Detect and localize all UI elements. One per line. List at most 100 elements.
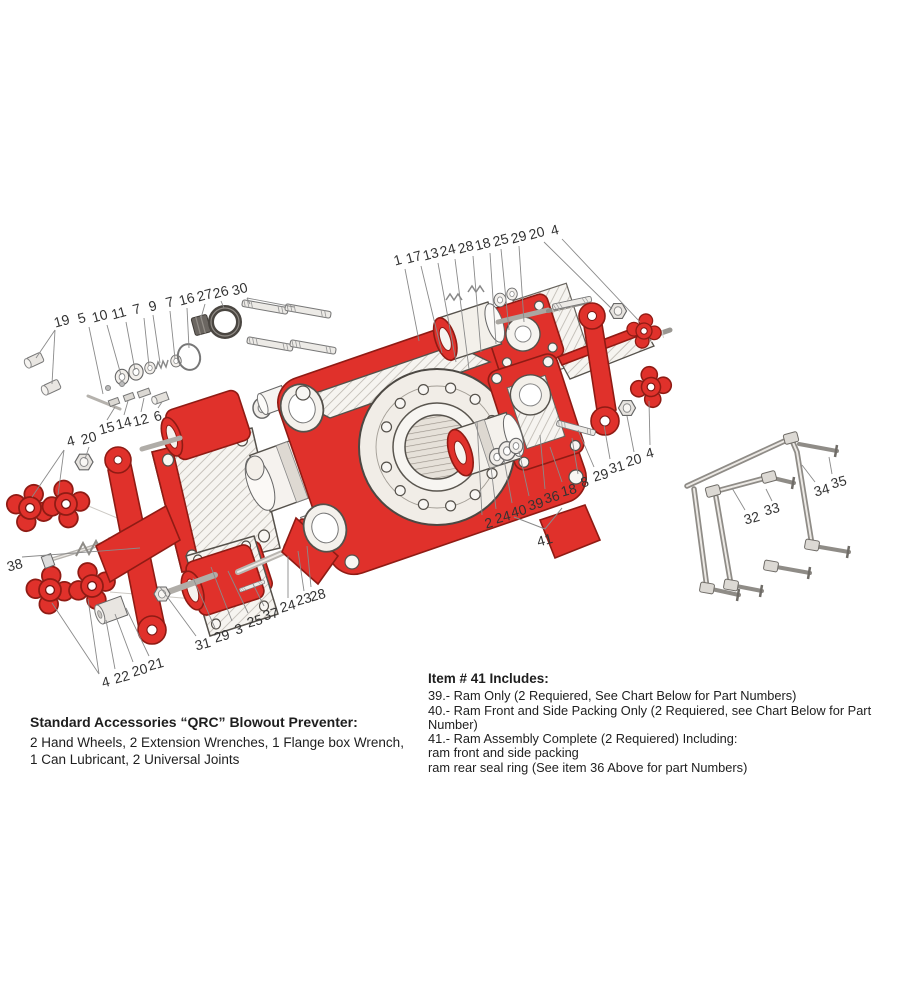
hex-nut [617, 400, 637, 416]
part-number-17: 17 [404, 247, 423, 267]
leader-line [437, 262, 457, 363]
leader-line [252, 583, 265, 607]
part-number-21: 21 [146, 654, 165, 674]
part-number-38: 38 [5, 555, 24, 575]
operator-shaft [165, 572, 218, 595]
note-line: ram front and side packing [428, 745, 579, 761]
part-number-25: 25 [245, 611, 264, 631]
brace-41 [513, 507, 563, 530]
corner-bolt [344, 554, 360, 570]
bushing-small [151, 391, 170, 405]
part-number-8: 8 [579, 473, 591, 491]
leader-line [420, 265, 443, 354]
right-ram-assembly [432, 282, 675, 477]
leader-line [297, 550, 305, 592]
leader-line [57, 449, 65, 496]
body-lower-lug [538, 504, 602, 560]
valve-handle [806, 566, 812, 580]
leader-line [192, 577, 216, 629]
leader-line [476, 420, 483, 516]
part-number-31: 31 [193, 634, 212, 654]
leader-line [765, 488, 773, 502]
o-ring [176, 343, 202, 371]
stud-bolt [246, 336, 294, 352]
leader-line [490, 466, 497, 510]
washer [506, 287, 518, 301]
leader-line [105, 619, 116, 670]
stud-bolt [284, 303, 332, 319]
leader-line [626, 415, 635, 453]
leader-line [454, 258, 470, 370]
leader-line [21, 547, 141, 558]
note-line: 41.- Ram Assembly Complete (2 Requiered)… [428, 731, 738, 747]
leader-line [549, 446, 563, 483]
leader-line [169, 310, 176, 360]
screw-operator-housing [180, 544, 265, 616]
washer [493, 292, 507, 308]
part-number-20: 20 [624, 450, 643, 470]
part-number-5: 5 [76, 309, 88, 327]
corner-bolt [568, 469, 584, 485]
leader-line [140, 397, 145, 413]
bolt-hole [161, 453, 175, 467]
part-number-22: 22 [112, 667, 131, 687]
part-number-30: 30 [230, 279, 249, 299]
hand-wheel [627, 363, 675, 411]
leader-line [227, 570, 249, 614]
part-number-33: 33 [762, 499, 781, 519]
leader-line [106, 406, 116, 421]
corner-bolt [295, 385, 311, 401]
pipe-elbow [782, 431, 800, 445]
part-number-28: 28 [456, 237, 475, 257]
yoke-frame [556, 302, 673, 436]
leader-line [571, 437, 579, 475]
leader-line [157, 401, 163, 409]
leader-line [577, 429, 595, 468]
part-number-4: 4 [549, 221, 561, 239]
accessories-note: Standard Accessories “QRC” Blowout Preve… [30, 714, 404, 768]
part-number-9: 9 [147, 297, 159, 315]
part-number-14: 14 [114, 413, 133, 433]
leader-line [489, 252, 497, 345]
note-line: 2 Hand Wheels, 2 Extension Wrenches, 1 F… [30, 735, 404, 750]
upper-ram [432, 301, 506, 361]
leader-line [500, 248, 510, 331]
part-number-18: 18 [559, 480, 578, 500]
pipe-fitting [760, 470, 778, 484]
leader-line [125, 607, 150, 657]
pipe-fitting [704, 484, 722, 498]
part-number-25: 25 [491, 230, 510, 250]
pin-small [119, 381, 125, 387]
part-number-41: 41 [535, 530, 554, 550]
part-number-4: 4 [644, 444, 656, 462]
leader-line [518, 245, 525, 323]
pipe-plug [23, 352, 45, 369]
part-number-4: 4 [65, 432, 77, 450]
part-number-20: 20 [527, 223, 546, 243]
hinge-sleeve-lower [302, 503, 348, 553]
part-number-29: 29 [591, 465, 610, 485]
bolt-hole [257, 529, 271, 543]
valve-handle [833, 444, 839, 458]
valve-stem [812, 544, 851, 554]
leader-line [801, 464, 816, 483]
washer [128, 363, 144, 381]
hinge-arm [95, 446, 182, 645]
leader-line [143, 317, 150, 367]
part-number-29: 29 [509, 227, 528, 247]
leader-line [543, 241, 613, 310]
lower-bonnet-door [487, 353, 585, 471]
piping-manifold [684, 431, 851, 602]
leader-line [648, 400, 651, 446]
seal-ring-highlight [210, 307, 240, 337]
pin-small [105, 385, 111, 391]
hand-wheel [23, 563, 77, 617]
part-number-7: 7 [164, 293, 176, 311]
leader-line [186, 307, 190, 349]
leader-line [125, 321, 136, 371]
note-line: 39.- Ram Only (2 Requiered, See Chart Be… [428, 688, 797, 704]
valve-disc [245, 455, 265, 481]
accessories-title: Standard Accessories “QRC” Blowout Preve… [30, 714, 358, 730]
valve-handle [758, 584, 764, 598]
